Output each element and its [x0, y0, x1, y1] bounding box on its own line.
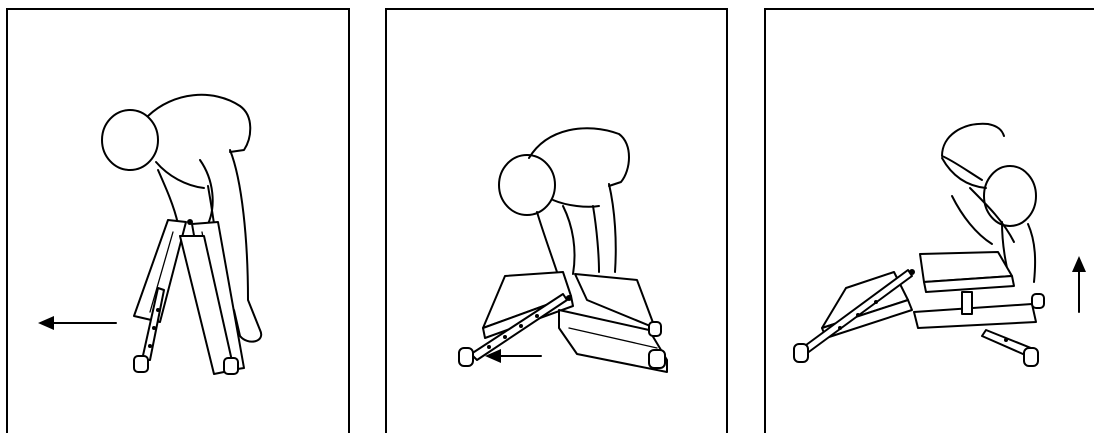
folded-bench — [134, 219, 244, 374]
bench-lower-pad — [914, 304, 1036, 328]
step-1-panel — [6, 8, 350, 433]
person-bending-over — [102, 95, 261, 342]
step-2-illustration — [387, 10, 728, 433]
bench-folding-up — [794, 252, 1044, 366]
arrow-left — [38, 316, 116, 330]
arrow-up — [1072, 256, 1086, 312]
arrow-left — [485, 349, 541, 363]
step-1-illustration — [8, 10, 350, 433]
step-3-illustration — [766, 10, 1094, 433]
person-bending-over — [499, 128, 629, 274]
person-head — [499, 155, 555, 215]
person-head — [102, 110, 158, 170]
step-2-panel — [385, 8, 728, 433]
person-head — [984, 166, 1036, 226]
step-3-panel — [764, 8, 1094, 433]
